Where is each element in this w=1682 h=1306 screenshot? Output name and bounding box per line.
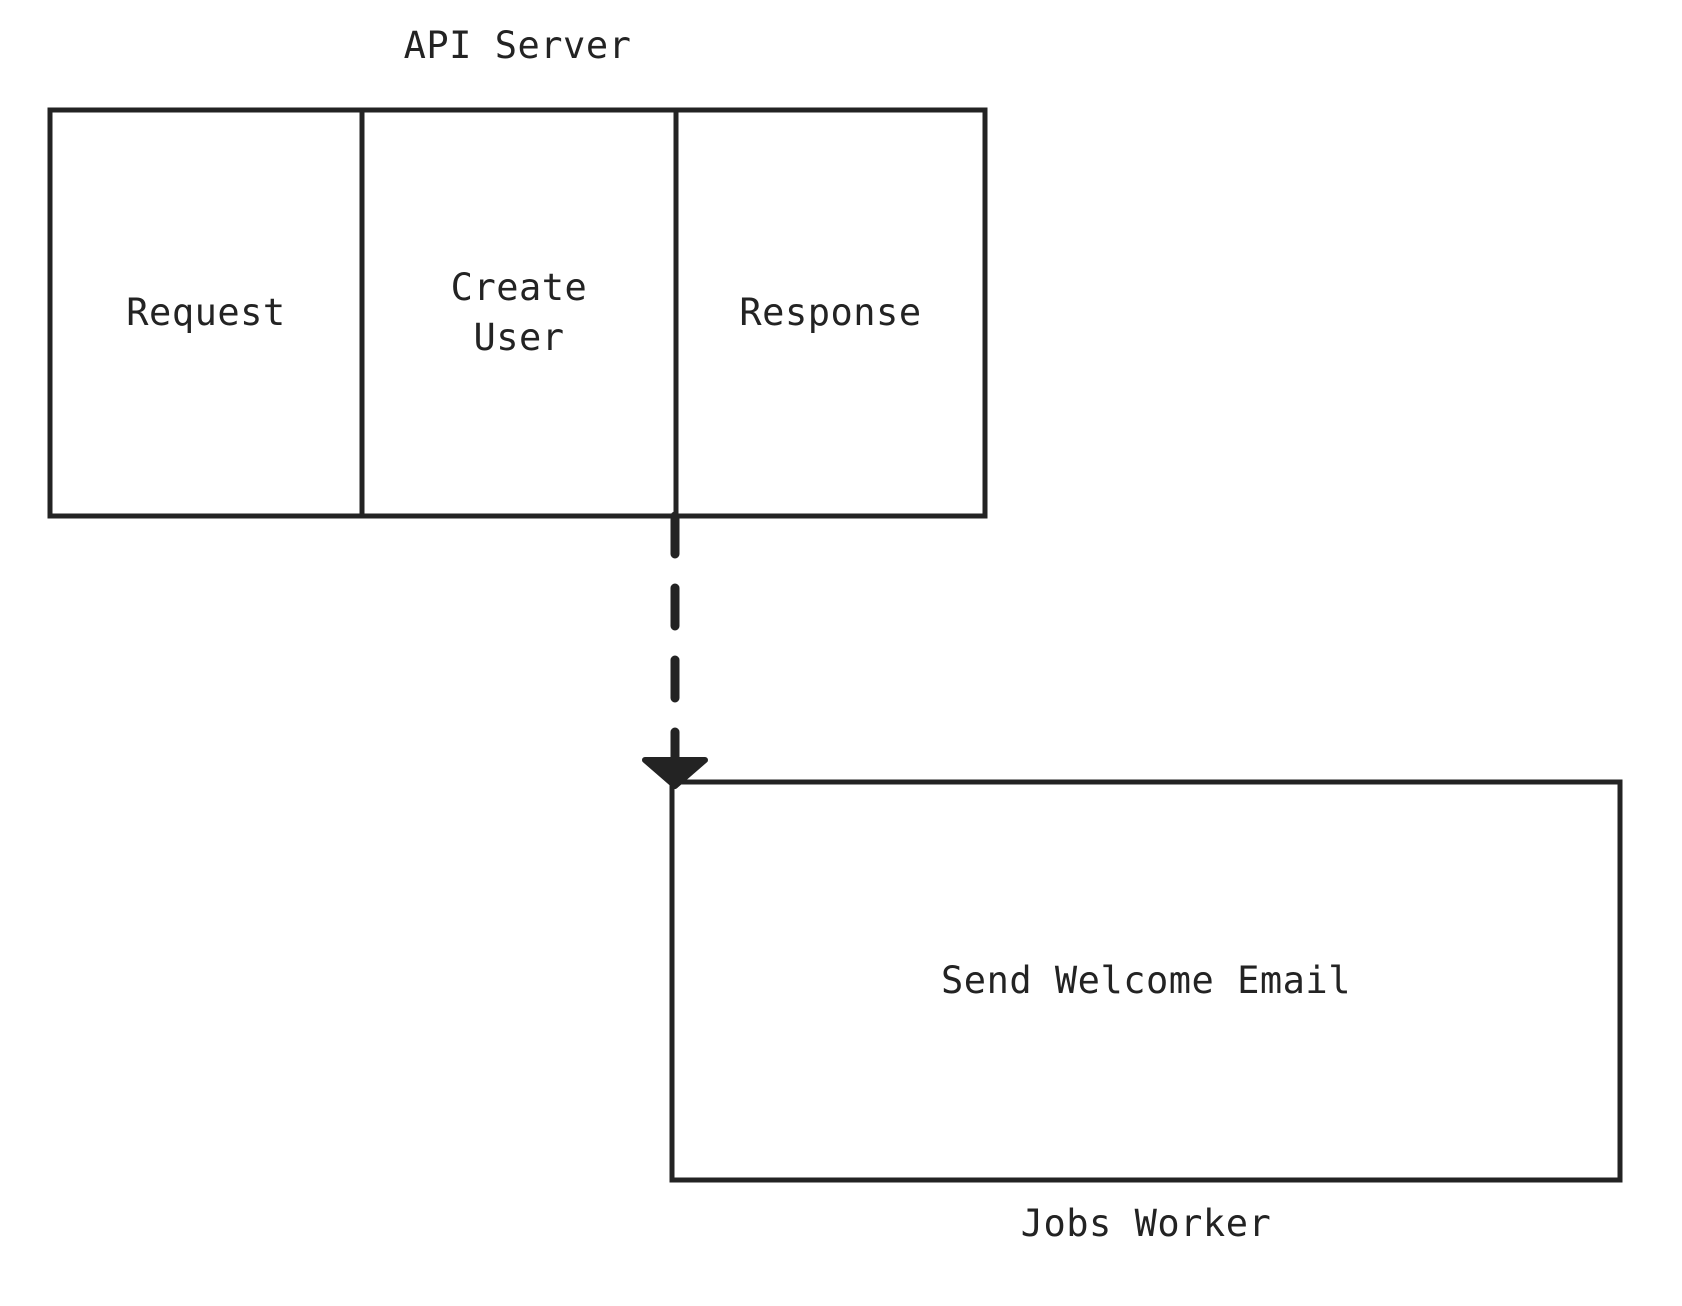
jobs-worker-lane-box[interactable]	[669, 779, 1623, 1183]
jobs-worker-lane-title: Jobs Worker	[1020, 1202, 1272, 1246]
jobs-worker-cell-send-welcome-email[interactable]: Send Welcome Email	[941, 959, 1351, 1003]
api-server-lane-title: API Server	[403, 24, 632, 68]
async-dispatch-arrowhead-icon	[642, 757, 708, 789]
api-server-cell-request[interactable]: Request	[126, 291, 286, 335]
api-server-cell-create-user[interactable]: Create User	[450, 266, 588, 359]
api-server-cell-response[interactable]: Response	[739, 291, 922, 335]
api-server-lane-box[interactable]	[47, 107, 988, 519]
